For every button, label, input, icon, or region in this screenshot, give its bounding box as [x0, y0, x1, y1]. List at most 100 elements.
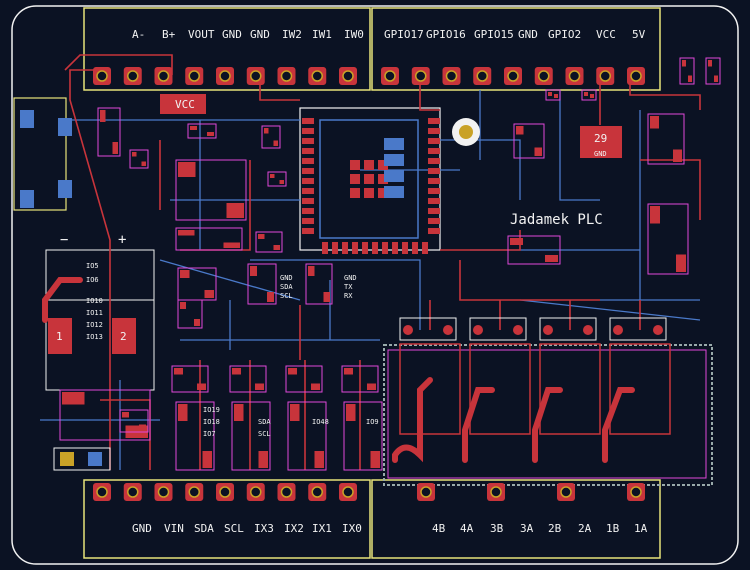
esp32-pad: [428, 118, 440, 124]
gnd-chip-number: 29: [594, 132, 607, 145]
back-trace: [159, 259, 301, 301]
component-outline: [581, 89, 597, 101]
component-pad: [250, 266, 257, 276]
header-pad-hole: [96, 70, 108, 82]
component-pad: [516, 126, 524, 135]
header-pin-label: 1A: [634, 522, 648, 535]
relay-pin-strip: [609, 317, 667, 341]
component-pad: [139, 424, 146, 430]
header-pin-label: 3B: [490, 522, 504, 535]
header-pin-label: IX3: [254, 522, 274, 535]
back-trace: [559, 90, 600, 201]
header-pin-label: VCC: [596, 28, 616, 41]
header-pin-label: IW2: [282, 28, 302, 41]
header-pad-hole: [415, 70, 427, 82]
component-outline: [343, 401, 383, 471]
header-pad-hole: [568, 70, 581, 82]
esp32-pad: [428, 128, 440, 134]
header-pin-label: GND: [518, 28, 538, 41]
component-outline: [175, 159, 247, 221]
esp32-pad: [412, 242, 418, 254]
esp32-pad: [428, 228, 440, 234]
header-pad-hole: [599, 70, 611, 82]
component-pad: [267, 292, 274, 302]
component-pad: [194, 319, 200, 326]
header-pin-label: 1B: [606, 522, 620, 535]
component-outline: [59, 389, 151, 441]
header-pin-label: SCL: [224, 522, 244, 535]
header-pin-label: GPIO15: [474, 28, 514, 41]
front-trace: [640, 159, 701, 220]
header-pin-label: IW0: [344, 28, 364, 41]
component-pad: [314, 451, 324, 468]
component-pad: [676, 254, 686, 272]
component-pad: [288, 368, 297, 375]
header-pad-hole: [445, 70, 458, 82]
header-pin-label: GPIO2: [548, 28, 581, 41]
component-pad: [346, 404, 356, 421]
esp32-pad: [428, 158, 440, 164]
potentiometer-knob: [459, 125, 473, 139]
esp32-pad: [302, 178, 314, 184]
component-pad: [270, 174, 275, 178]
relay-pad: [543, 325, 553, 335]
relay-body: [469, 343, 531, 435]
header-pad-hole: [127, 486, 139, 498]
component-outline: [187, 123, 217, 139]
board-title: Jadamek PLC: [510, 212, 603, 228]
header-pad-hole: [538, 70, 550, 82]
top-right-header-box: [371, 7, 661, 91]
component-pad: [62, 392, 85, 405]
component-outline: [171, 365, 209, 393]
component-outline: [255, 231, 283, 253]
esp32-thermal-pad: [364, 160, 374, 170]
component-outline: [119, 409, 149, 433]
component-outline: [97, 107, 121, 157]
front-copper-traces: [42, 54, 701, 470]
component-pad: [688, 75, 692, 82]
component-pad: [273, 140, 278, 146]
header-pad-hole: [490, 486, 502, 498]
iso-label: IO18: [203, 418, 220, 426]
io-label: IO10: [86, 297, 103, 305]
esp32-thermal-pad: [378, 160, 388, 170]
esp32-back-pad: [384, 138, 404, 150]
big-pad-2: [112, 318, 136, 354]
esp32-pad: [362, 242, 368, 254]
component-pad: [273, 245, 280, 250]
header-pad-hole: [630, 486, 642, 498]
esp32-pad: [428, 138, 440, 144]
relay-pad: [583, 325, 593, 335]
header-pin-label: 3A: [520, 522, 534, 535]
header-pad-hole: [342, 486, 354, 498]
component-outline: [341, 365, 379, 393]
component-pad: [344, 368, 353, 375]
component-outline: [545, 89, 561, 101]
component-pad: [714, 75, 718, 82]
header-pad-hole: [250, 486, 262, 498]
esp32-pad: [428, 168, 440, 174]
header-pad-hole: [311, 486, 323, 498]
component-outline: [129, 149, 149, 169]
esp32-pad: [428, 218, 440, 224]
header-pad-hole: [96, 486, 108, 498]
header-pads: [93, 67, 645, 501]
header-pad-hole: [250, 70, 262, 82]
relay-pin-strip: [399, 317, 457, 341]
header-pin-label: A-: [132, 28, 145, 41]
component-outline: [679, 57, 695, 85]
esp32-thermal-pad: [378, 174, 388, 184]
esp32-thermal-pad: [378, 188, 388, 198]
header-pad-hole: [507, 70, 519, 82]
component-outline: [177, 299, 203, 329]
header-pin-label: GND: [132, 522, 152, 535]
relay-pad: [513, 325, 523, 335]
power-minus-label: −: [60, 232, 68, 248]
esp32-thermal-pad: [350, 188, 360, 198]
component-outline: [285, 365, 323, 393]
io-label: IO5: [86, 262, 99, 270]
iso-label: IO19: [203, 406, 220, 414]
left-io-labels: IO5 IO6 IO10 IO11 IO12 IO13: [86, 262, 103, 341]
